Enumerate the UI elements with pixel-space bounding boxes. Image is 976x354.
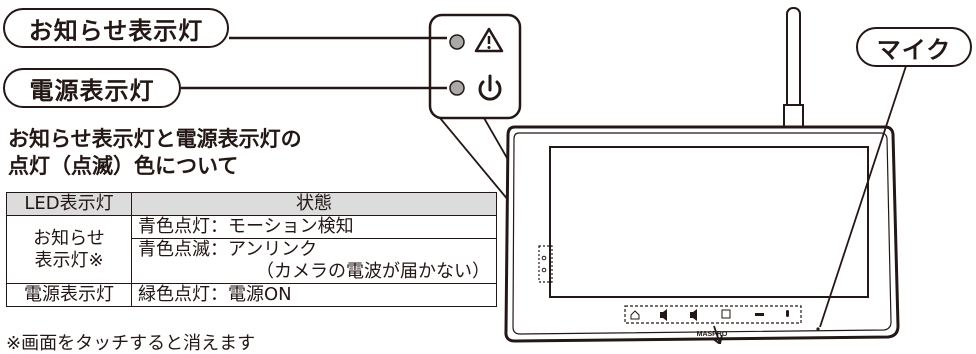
notice-state-unlink-line1: 青色点滅：アンリンク <box>138 239 318 260</box>
notice-led-cell: お知らせ 表示灯※ <box>6 215 132 284</box>
arrow-line <box>713 325 721 344</box>
table-row: お知らせ 表示灯※ 青色点灯：モーション検知 <box>6 215 497 284</box>
table-header-row: LED表示灯 状態 <box>6 192 497 216</box>
led-panel-zoom <box>428 13 522 120</box>
notice-state-unlink: 青色点滅：アンリンク （カメラの電波が届かない） <box>131 238 497 284</box>
power-state: 緑色点灯：電源ON <box>131 283 497 307</box>
rec-icon <box>755 313 764 316</box>
notice-led-name-line1: お知らせ <box>33 227 105 249</box>
brand-logo: MASPRO <box>697 331 728 338</box>
mic-callout-line <box>819 65 907 328</box>
side-led-notice <box>541 255 547 261</box>
power-led-label-text: 電源表示灯 <box>29 76 155 105</box>
section-heading-line1: お知らせ表示灯と電源表示灯の <box>8 127 302 151</box>
table-row: 青色点滅：アンリンク （カメラの電波が届かない） <box>7 238 497 284</box>
monitor-bezel-inner <box>512 132 892 335</box>
side-led-box <box>538 245 553 283</box>
volume-up-icon <box>660 309 667 321</box>
notice-state-unlink-line2: （カメラの電波が届かない） <box>256 261 490 282</box>
led-status-table: LED表示灯 状態 お知らせ 表示灯※ 青色点灯：モーション検知 青色点滅：アン… <box>6 192 497 307</box>
table-row: 電源表示灯 緑色点灯：電源ON <box>6 283 497 307</box>
monitor-illustration: MASPRO <box>181 7 907 344</box>
home-icon <box>630 310 640 320</box>
power-icon <box>478 74 502 101</box>
mic-hole <box>816 327 820 331</box>
microphone-label: マイク <box>856 27 972 67</box>
warning-triangle-icon <box>474 27 504 53</box>
section-heading-line2: 点灯（点滅）色について <box>8 154 239 178</box>
side-led-power <box>541 267 547 273</box>
notice-led-label-text: お知らせ表示灯 <box>28 16 204 45</box>
microphone-icon <box>786 310 789 317</box>
notice-led-dot <box>449 34 465 50</box>
microphone-label-text: マイク <box>876 35 952 64</box>
arrow-head <box>711 334 723 344</box>
button-bar <box>624 305 802 324</box>
power-led-dot <box>449 80 465 96</box>
notice-led-label: お知らせ表示灯 <box>3 8 229 48</box>
volume-down-icon <box>690 309 697 321</box>
grid-icon <box>721 309 731 319</box>
notice-led-name-line2: 表示灯※ <box>34 249 104 271</box>
notice-state-motion: 青色点灯：モーション検知 <box>131 215 497 239</box>
monitor-screen <box>549 146 869 298</box>
power-led-cell: 電源表示灯 <box>6 283 132 307</box>
power-led-label: 電源表示灯 <box>3 68 181 108</box>
table-header-state: 状態 <box>131 192 497 216</box>
